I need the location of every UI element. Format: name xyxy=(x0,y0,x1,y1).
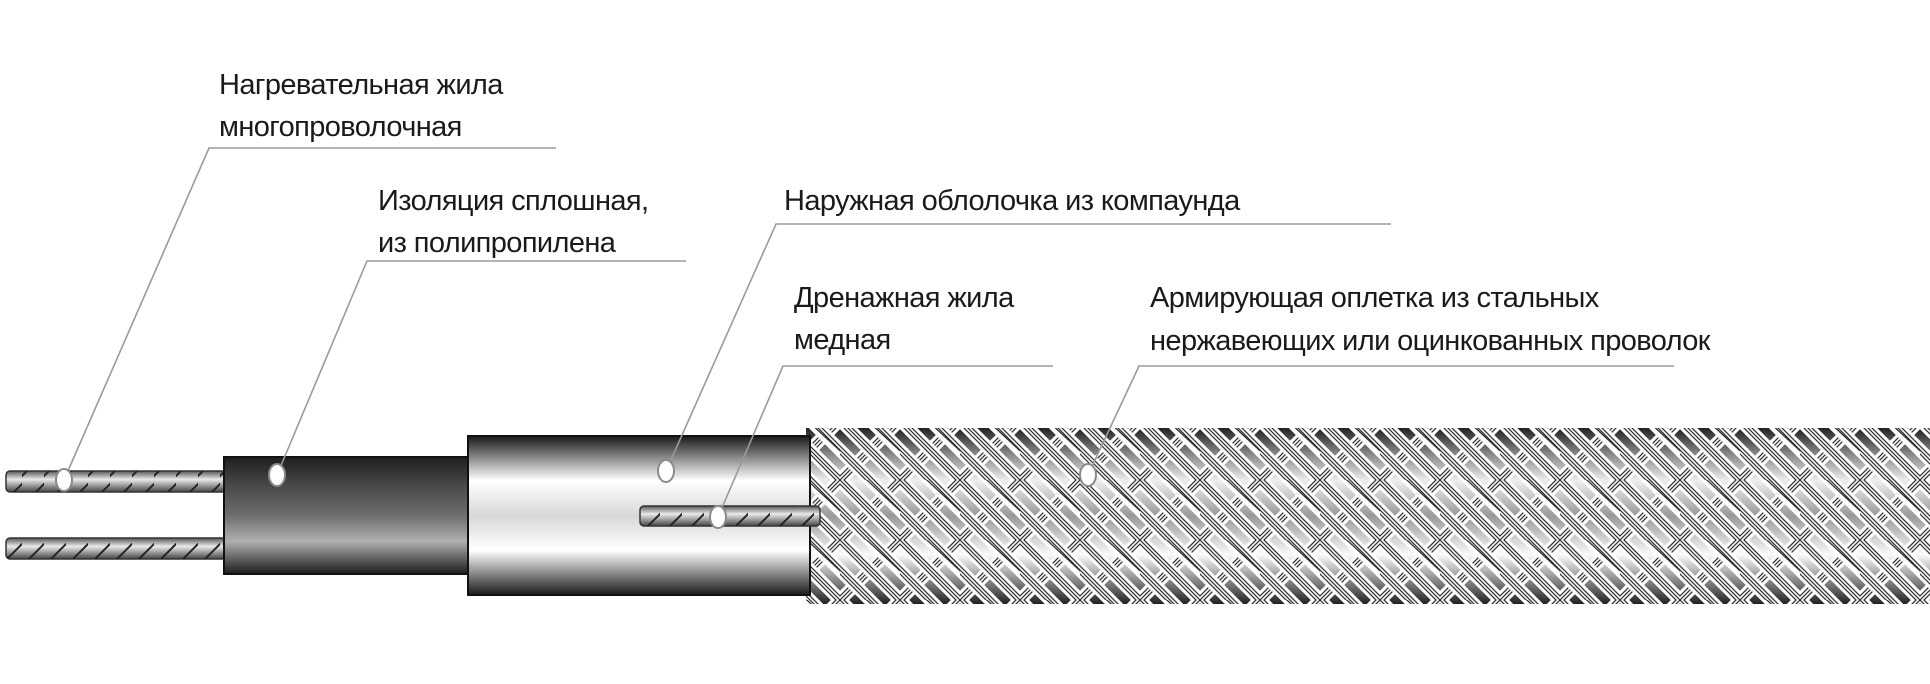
leader-lines xyxy=(63,147,1674,518)
label-outer-jacket: Наружная облолочка из компаунда xyxy=(784,185,1241,217)
armoring-braid xyxy=(806,428,1930,604)
callout-dots xyxy=(55,459,1097,529)
label-braid-line1: Армирующая оплетка из стальных xyxy=(1150,282,1600,314)
label-braid-line2: нержавеющих или оцинкованных проволок xyxy=(1150,325,1711,357)
heating-core-wires xyxy=(5,470,227,560)
label-drain-wire-line1: Дренажная жила xyxy=(794,282,1015,314)
label-heating-core-line1: Нагревательная жила xyxy=(219,69,504,101)
label-drain-wire-line2: медная xyxy=(794,324,891,356)
label-heating-core-line2: многопроволочная xyxy=(219,111,462,143)
drain-wire xyxy=(639,505,821,527)
insulation-layer xyxy=(223,456,471,575)
label-insulation-line2: из полипропилена xyxy=(378,227,617,259)
label-insulation-line1: Изоляция сплошная, xyxy=(378,185,648,217)
